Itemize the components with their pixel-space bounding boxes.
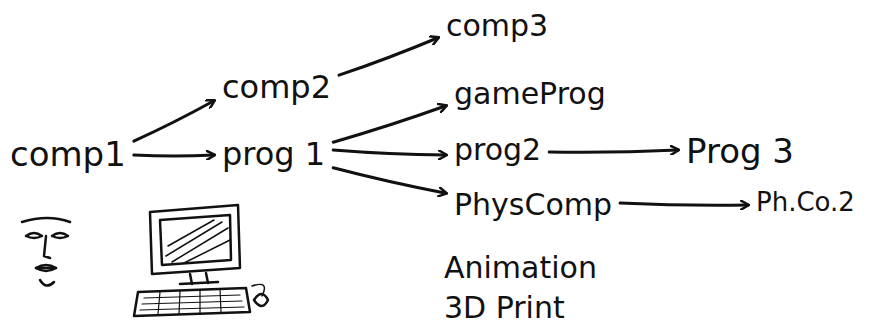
course-name: 3D Print (444, 292, 565, 324)
prerequisite-arrow (333, 150, 446, 155)
course-label: prog2 (450, 132, 545, 168)
prerequisite-arrow (620, 203, 748, 205)
course-label: Animation (440, 250, 601, 286)
prerequisite-arrow (333, 106, 446, 142)
course-label: comp2 (218, 69, 335, 107)
prerequisite-arrow (333, 168, 446, 193)
course-name: prog2 (454, 134, 541, 166)
course-name: Prog 3 (686, 134, 794, 170)
course-name: comp2 (222, 71, 331, 105)
course-label: comp1 (6, 135, 130, 175)
prerequisite-arrow (339, 38, 438, 75)
course-name: Ph.Co.2 (756, 189, 855, 216)
course-label: comp3 (442, 8, 552, 44)
course-label: 3D Print (440, 290, 569, 326)
course-label: PhysComp (450, 187, 616, 223)
course-name: Animation (444, 252, 597, 284)
course-name: comp1 (10, 137, 126, 173)
prerequisite-arrow (134, 155, 214, 156)
course-name: PhysComp (454, 189, 612, 221)
course-label: Prog 3 (682, 132, 798, 172)
course-name: comp3 (446, 10, 548, 42)
course-name: prog 1 (222, 138, 325, 172)
course-label: prog 1 (218, 136, 329, 174)
prerequisite-arrow (134, 101, 214, 141)
course-label: gameProg (450, 76, 610, 112)
prerequisite-arrow (549, 150, 678, 152)
course-label: Ph.Co.2 (752, 187, 859, 218)
course-name: gameProg (454, 78, 606, 110)
